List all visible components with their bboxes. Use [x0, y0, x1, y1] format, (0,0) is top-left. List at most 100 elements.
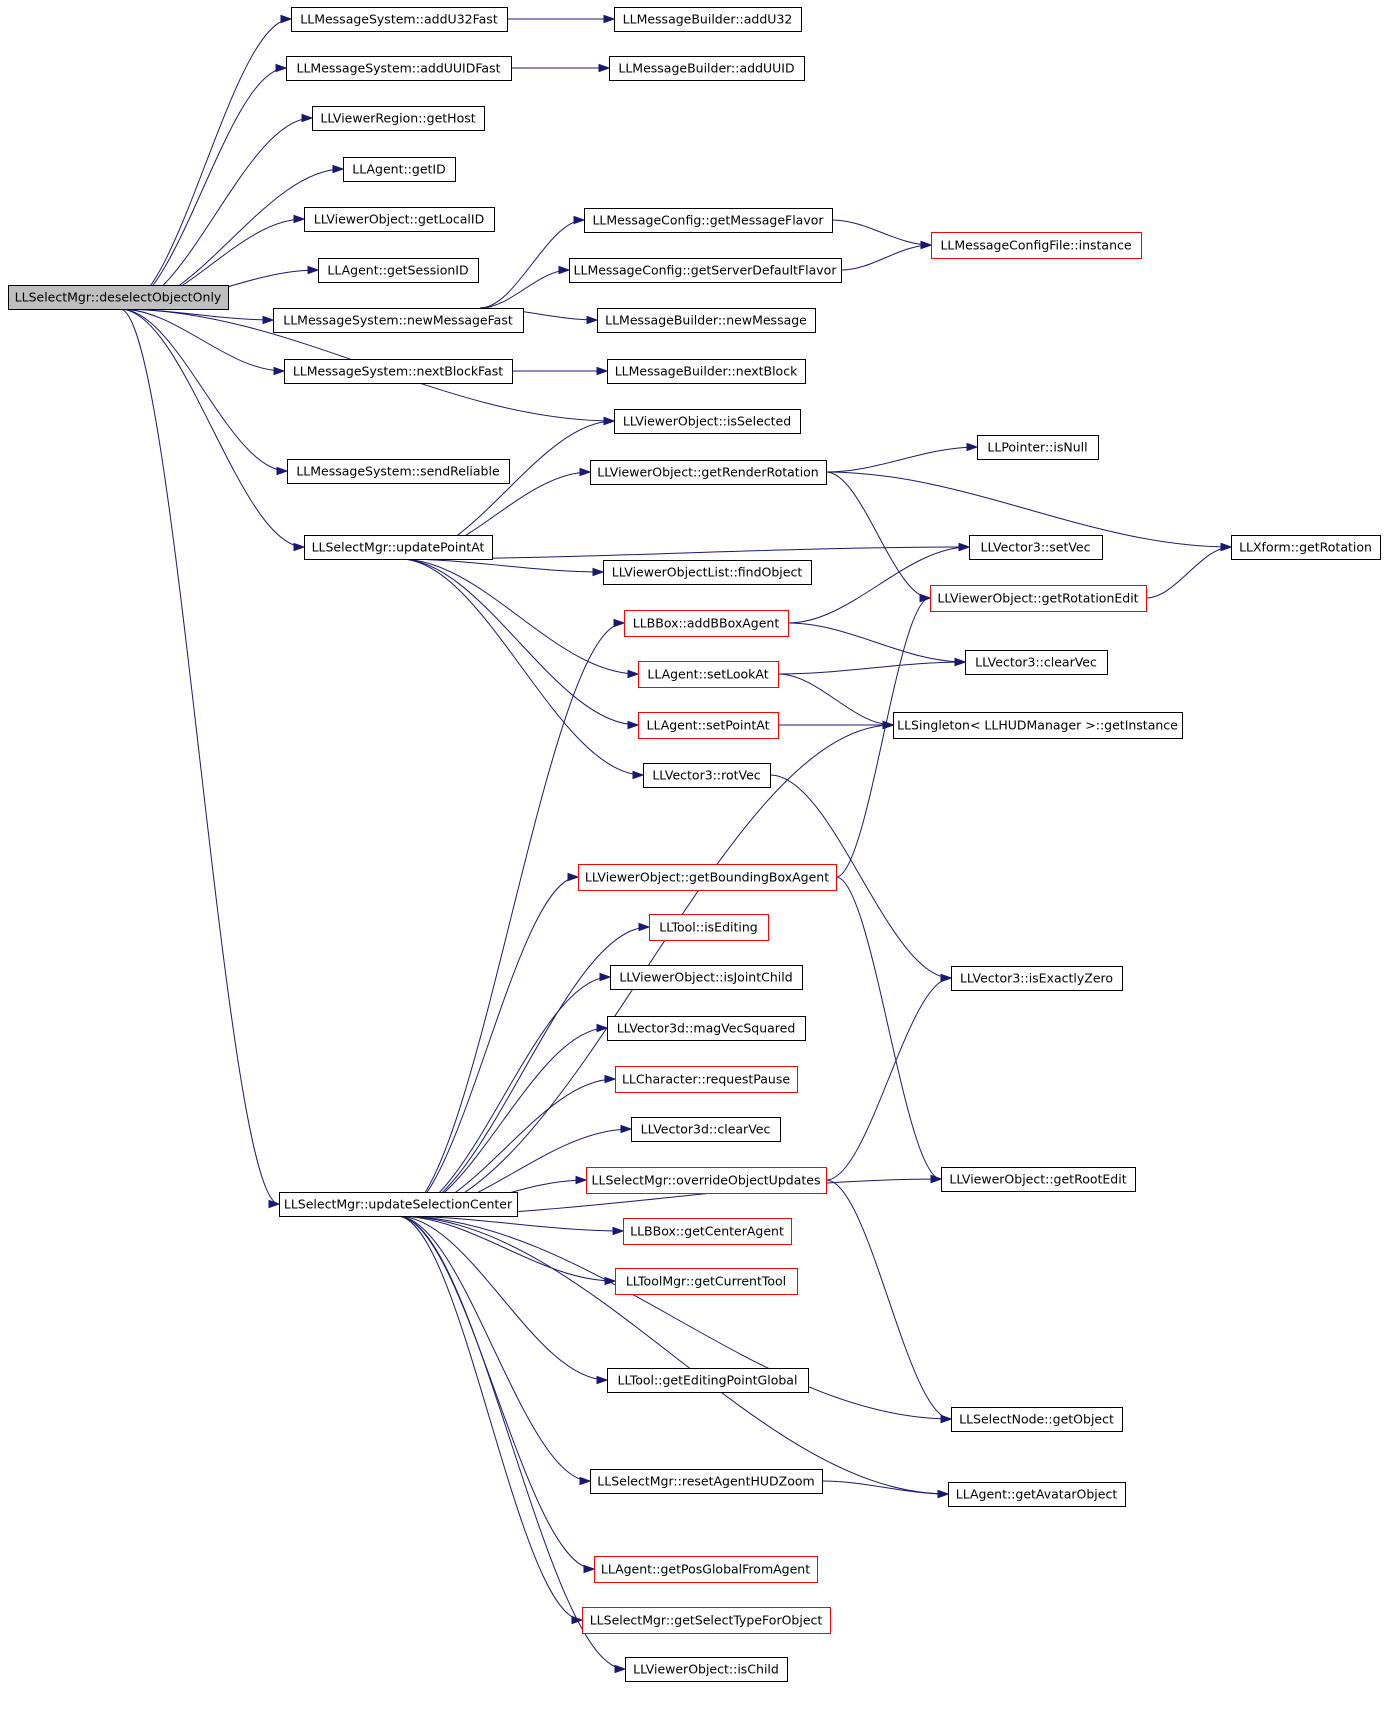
node-box [590, 1469, 823, 1494]
call-edge-mcGetFlavor-to-mcfInst [831, 219, 933, 250]
node-sendRel[interactable]: LLMessageSystem::sendReliable [287, 459, 510, 484]
node-root[interactable]: LLSelectMgr::deselectObjectOnly [8, 285, 229, 310]
node-getHost[interactable]: LLViewerRegion::getHost [312, 106, 485, 131]
edge-arrowhead [273, 366, 286, 376]
node-mcGetFlavor[interactable]: LLMessageConfig::getMessageFlavor [584, 208, 833, 233]
node-voGetRR[interactable]: LLViewerObject::getRenderRotation [590, 460, 827, 485]
node-updSC[interactable]: LLSelectMgr::updateSelectionCenter [279, 1192, 518, 1217]
node-v3dMag[interactable]: LLVector3d::magVecSquared [607, 1016, 806, 1041]
edge-line [835, 876, 942, 1180]
node-label: LLTool::isEditing [659, 920, 757, 935]
node-mbNextBlock[interactable]: LLMessageBuilder::nextBlock [607, 359, 806, 384]
node-toolIsEd[interactable]: LLTool::isEditing [649, 914, 769, 941]
edge-arrowhead [919, 593, 932, 603]
edge-arrowhead [627, 669, 640, 679]
node-toolEPG[interactable]: LLTool::getEditingPointGlobal [607, 1368, 809, 1393]
node-box [643, 763, 771, 788]
edge-line [825, 977, 952, 1181]
node-v3dClear[interactable]: LLVector3d::clearVec [631, 1117, 781, 1142]
node-bbAddBBA[interactable]: LLBBox::addBBoxAgent [624, 610, 789, 637]
node-ptrIsNull[interactable]: LLPointer::isNull [977, 435, 1099, 460]
node-v3Zero[interactable]: LLVector3::isExactlyZero [951, 966, 1123, 991]
node-smResetHUD[interactable]: LLSelectMgr::resetAgentHUDZoom [590, 1469, 823, 1494]
node-agSetPointAt[interactable]: LLAgent::setPointAt [638, 712, 779, 739]
node-addUUIDF[interactable]: LLMessageSystem::addUUIDFast [286, 56, 512, 81]
node-smSelType[interactable]: LLSelectMgr::getSelectTypeForObject [582, 1607, 831, 1634]
call-edge-root-to-addU32F [119, 14, 293, 310]
edge-arrowhead [558, 265, 571, 275]
node-mcGetSrv[interactable]: LLMessageConfig::getServerDefaultFlavor [569, 258, 842, 283]
node-voGetRE[interactable]: LLViewerObject::getRotationEdit [930, 585, 1147, 612]
node-mcfInst[interactable]: LLMessageConfigFile::instance [931, 232, 1142, 259]
node-label: LLVector3::clearVec [975, 655, 1097, 670]
node-label: LLViewerObject::getLocalID [314, 212, 484, 227]
node-xfGetRot[interactable]: LLXform::getRotation [1231, 535, 1381, 560]
node-getID[interactable]: LLAgent::getID [343, 157, 456, 182]
node-smOverride[interactable]: LLSelectMgr::overrideObjectUpdates [586, 1167, 827, 1194]
edge-arrowhead [275, 63, 288, 73]
node-agSetLookAt[interactable]: LLAgent::setLookAt [638, 661, 779, 688]
edge-line [119, 67, 287, 310]
call-edge-root-to-updSC [119, 308, 281, 1209]
call-edge-voGetRE-to-xfGetRot [1145, 542, 1233, 599]
edge-line [396, 1215, 591, 1482]
node-getLocalID[interactable]: LLViewerObject::getLocalID [304, 207, 495, 232]
node-box [594, 1556, 818, 1583]
node-voIsSel[interactable]: LLViewerObject::isSelected [614, 409, 801, 434]
call-edge-bbAddBBA-to-v3SetVec [787, 542, 971, 624]
node-voGetBBA[interactable]: LLViewerObject::getBoundingBoxAgent [578, 864, 837, 891]
node-v3RotVec[interactable]: LLVector3::rotVec [643, 763, 771, 788]
node-agPosGlob[interactable]: LLAgent::getPosGlobalFromAgent [594, 1556, 818, 1583]
node-mbAddU32[interactable]: LLMessageBuilder::addU32 [614, 7, 802, 32]
edge-arrowhead [293, 542, 306, 552]
call-edge-updSC-to-toolEPG [396, 1215, 609, 1385]
node-box [291, 7, 508, 32]
node-v3SetVec[interactable]: LLVector3::setVec [969, 535, 1103, 560]
node-box [609, 56, 805, 81]
edge-arrowhead [604, 1074, 617, 1084]
node-voIsJC[interactable]: LLViewerObject::isJointChild [610, 965, 803, 990]
node-hudInst[interactable]: LLSingleton< LLHUDManager >::getInstance [893, 712, 1183, 739]
call-edge-updSC-to-tmCurTool [396, 1215, 617, 1286]
edge-arrowhead [930, 1174, 943, 1184]
node-box [603, 560, 812, 585]
node-label: LLMessageBuilder::newMessage [605, 313, 807, 328]
node-box [951, 1407, 1123, 1432]
node-nextBlockF[interactable]: LLMessageSystem::nextBlockFast [284, 359, 513, 384]
edge-line [787, 546, 970, 624]
node-label: LLBBox::addBBoxAgent [633, 616, 780, 631]
node-label: LLSelectMgr::getSelectTypeForObject [590, 1613, 823, 1628]
node-v3ClearVec[interactable]: LLVector3::clearVec [965, 650, 1108, 675]
node-volFind[interactable]: LLViewerObjectList::findObject [603, 560, 812, 585]
node-agAvatar[interactable]: LLAgent::getAvatarObject [948, 1482, 1126, 1507]
node-box [578, 864, 837, 891]
node-getSessionID[interactable]: LLAgent::getSessionID [318, 258, 479, 283]
node-mbNewMsg[interactable]: LLMessageBuilder::newMessage [597, 308, 816, 333]
node-box [607, 1368, 809, 1393]
node-box [625, 1657, 788, 1682]
edge-line [396, 1215, 616, 1282]
node-box [951, 966, 1123, 991]
node-box [304, 535, 493, 560]
edge-line [396, 1215, 626, 1670]
node-addU32F[interactable]: LLMessageSystem::addU32Fast [291, 7, 508, 32]
node-tmCurTool[interactable]: LLToolMgr::getCurrentTool [615, 1268, 798, 1295]
edge-arrowhead [280, 14, 293, 24]
node-label: LLMessageConfigFile::instance [940, 238, 1131, 253]
edge-arrowhead [627, 720, 640, 730]
node-chReqPause[interactable]: LLCharacter::requestPause [615, 1066, 798, 1093]
node-box [582, 1607, 831, 1634]
node-box [649, 914, 769, 941]
node-newMsgF[interactable]: LLMessageSystem::newMessageFast [273, 308, 524, 333]
node-mbAddUUID[interactable]: LLMessageBuilder::addUUID [609, 56, 805, 81]
edge-line [831, 219, 932, 246]
edge-arrowhead [620, 1124, 633, 1134]
call-edge-bbAddBBA-to-v3ClearVec [787, 622, 967, 667]
node-voGetRootE[interactable]: LLViewerObject::getRootEdit [941, 1167, 1136, 1192]
node-label: LLViewerObject::getRotationEdit [937, 591, 1138, 606]
node-bbCenter[interactable]: LLBBox::getCenterAgent [623, 1218, 792, 1245]
node-box [631, 1117, 781, 1142]
node-updPA[interactable]: LLSelectMgr::updatePointAt [304, 535, 493, 560]
node-snGetObj[interactable]: LLSelectNode::getObject [951, 1407, 1123, 1432]
node-voIsChild[interactable]: LLViewerObject::isChild [625, 1657, 788, 1682]
